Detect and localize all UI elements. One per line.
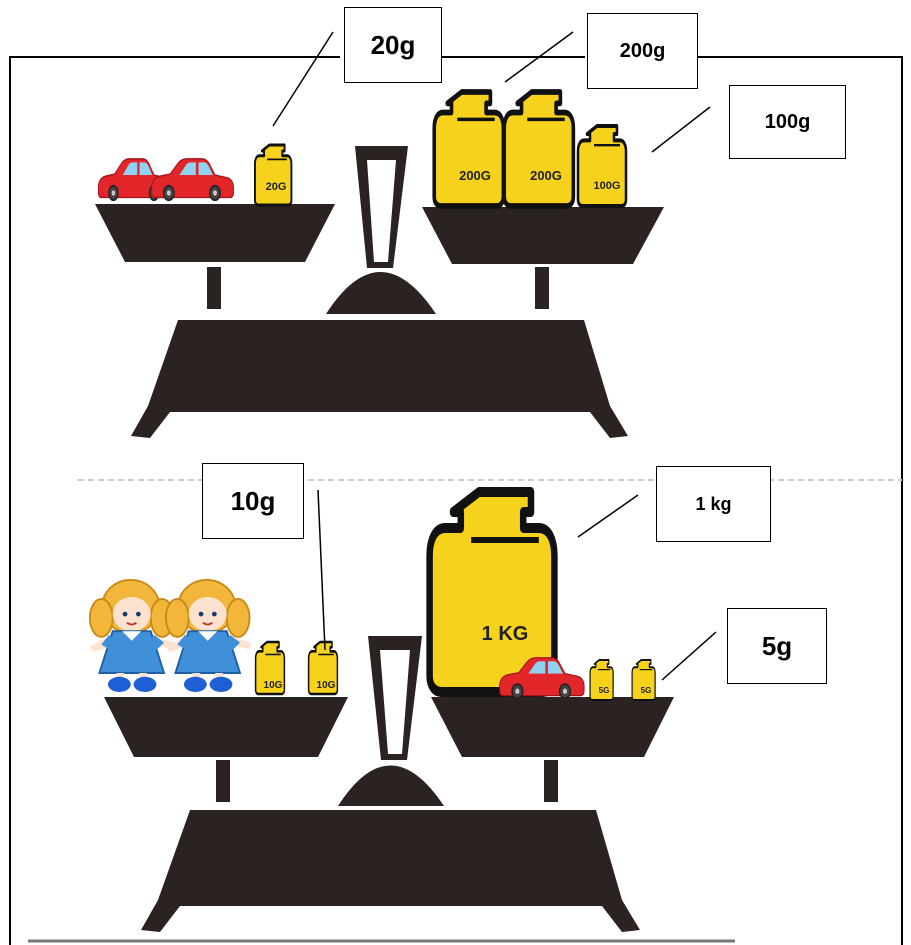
weight-mark-1kg: 1 KG	[482, 623, 529, 645]
label-200g: 200g	[587, 13, 698, 89]
weight-mark-20g: 20G	[266, 181, 287, 193]
weight-icon	[578, 126, 626, 206]
weight-mark-10g-b: 10G	[317, 680, 336, 691]
label-10g: 10g	[202, 463, 304, 539]
label-5g: 5g	[727, 608, 827, 684]
weight-icon	[255, 145, 291, 205]
weight-mark-200g-b: 200G	[530, 168, 562, 183]
weight-mark-5g-a: 5G	[599, 686, 610, 695]
weight-mark-100g: 100G	[594, 180, 621, 192]
weight-mark-10g-a: 10G	[264, 680, 283, 691]
label-1kg: 1 kg	[656, 466, 771, 542]
label-20g: 20g	[344, 7, 442, 83]
weight-mark-5g-b: 5G	[641, 686, 652, 695]
toy-car-icon	[152, 159, 234, 200]
doll-icon	[166, 580, 252, 692]
weight-icon	[434, 92, 503, 206]
doll-icon	[90, 580, 176, 692]
label-100g: 100g	[729, 85, 846, 159]
top-scale: 20G 200G 200G 100G	[95, 32, 710, 438]
bottom-scale: 10G 10G 1 KG 5G 5G	[90, 490, 716, 932]
weight-mark-200g-a: 200G	[459, 168, 491, 183]
weight-icon	[504, 92, 573, 206]
